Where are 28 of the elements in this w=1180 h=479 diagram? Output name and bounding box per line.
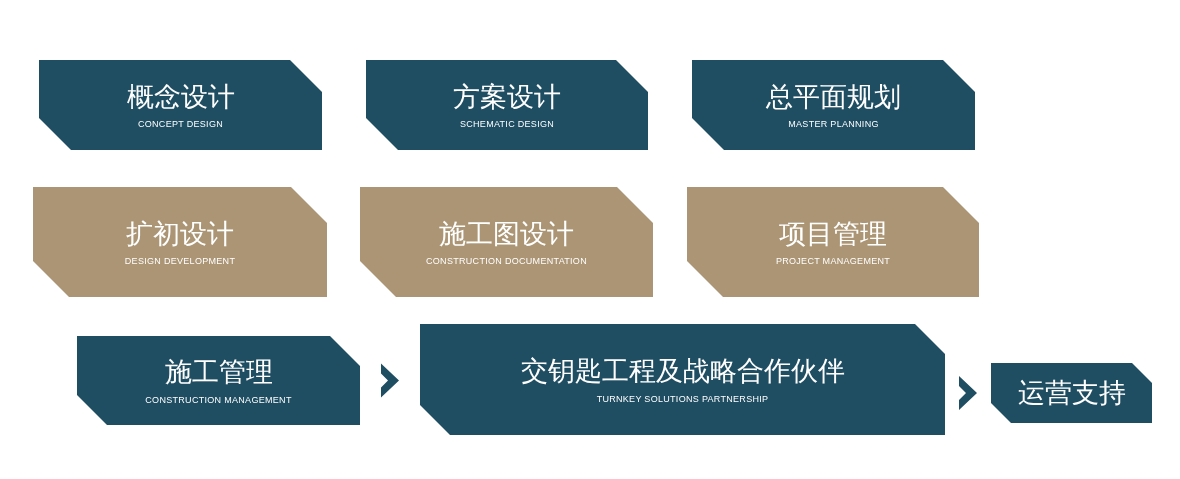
process-box: [366, 60, 648, 150]
chevron-arrow: [381, 363, 399, 398]
process-box: [33, 187, 327, 297]
process-box: [991, 363, 1152, 423]
process-box: [39, 60, 322, 150]
stage-subtitle: CONSTRUCTION MANAGEMENT: [145, 394, 292, 405]
stage-title: 施工图设计: [439, 217, 574, 251]
chevron-arrow: [959, 376, 977, 410]
stage-subtitle: SCHEMATIC DESIGN: [459, 119, 555, 130]
stage-title: 扩初设计: [126, 217, 234, 251]
process-box: [420, 324, 945, 435]
stage-title: 总平面规划: [766, 80, 901, 114]
stage-subtitle: MASTER PLANNING: [788, 119, 879, 130]
stage-title: 概念设计: [126, 80, 235, 114]
stage-subtitle: TURNKEY SOLUTIONS PARTNERSHIP: [596, 393, 769, 404]
process-box: [77, 336, 360, 425]
stage-title: 交钥匙工程及战略合作伙伴: [520, 355, 845, 388]
stage-subtitle: DESIGN DEVELOPMENT: [124, 256, 236, 267]
process-box: [360, 187, 653, 297]
stage-title: 运营支持: [1017, 376, 1126, 410]
process-box: [692, 60, 975, 150]
stage-title: 方案设计: [453, 80, 561, 114]
stage-subtitle: CONCEPT DESIGN: [137, 119, 223, 130]
stage-subtitle: CONSTRUCTION DOCUMENTATION: [426, 256, 587, 267]
stage-subtitle: PROJECT MANAGEMENT: [775, 256, 891, 267]
stage-title: 施工管理: [164, 356, 273, 389]
process-box: [687, 187, 979, 297]
stage-title: 项目管理: [779, 217, 887, 251]
